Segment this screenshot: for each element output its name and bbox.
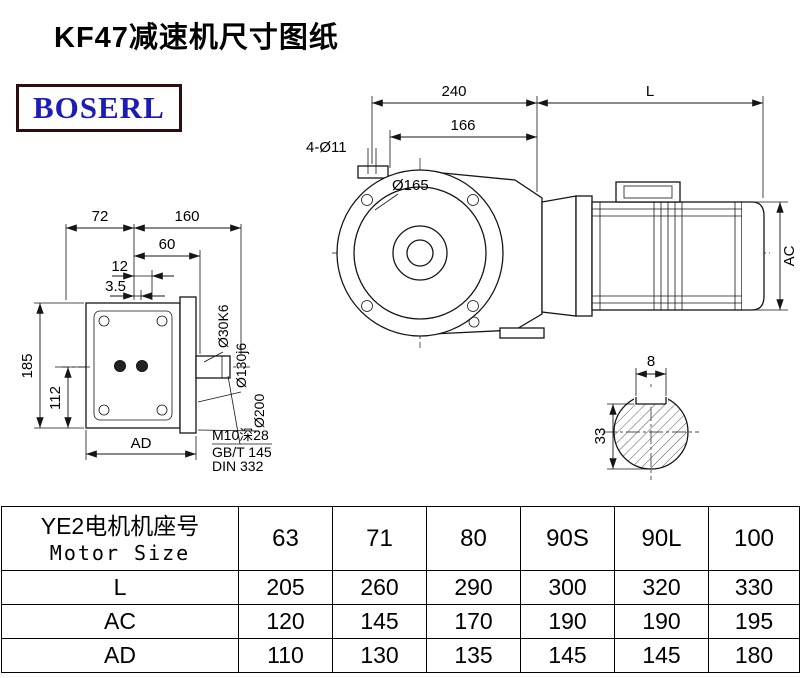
side-view: 72 160 60 12 3.5 185 112 AD Ø30K6 Ø130j6…: [19, 208, 272, 474]
size-column-90L: 90L: [614, 506, 709, 571]
cell-L-71: 260: [332, 570, 427, 605]
cell-AC-100: 195: [708, 604, 800, 639]
dim-33-label: 33: [592, 428, 609, 445]
cell-AC-71: 145: [332, 604, 427, 639]
front-view: 240 L 166 4-Ø11 Ø165 AC: [306, 83, 798, 348]
dim-160-label: 160: [174, 208, 199, 225]
dim-166-label: 166: [450, 117, 475, 134]
size-column-63: 63: [238, 506, 333, 571]
cell-AD-90L: 145: [614, 638, 709, 673]
dim-AC-label: AC: [781, 245, 798, 266]
page-title: KF47减速机尺寸图纸: [54, 22, 339, 54]
dim-12-label: 12: [111, 258, 128, 275]
cell-AC-80: 170: [426, 604, 521, 639]
cell-AD-71: 130: [332, 638, 427, 673]
dim-8-label: 8: [647, 353, 655, 370]
cell-L-80: 290: [426, 570, 521, 605]
table-row-L: L 205 260 290 300 320 330: [1, 570, 800, 605]
dim-112-label: 112: [47, 386, 64, 410]
note-gb-label: GB/T 145: [212, 444, 272, 460]
size-column-71: 71: [332, 506, 427, 571]
table-row-AD: AD 110 130 135 145 145 180: [1, 638, 800, 673]
cell-AD-90S: 145: [520, 638, 615, 673]
cell-AC-63: 120: [238, 604, 333, 639]
shaft-section-view: 8 33: [592, 353, 699, 480]
size-column-90S: 90S: [520, 506, 615, 571]
dim-240-label: 240: [441, 83, 466, 100]
cell-L-90L: 320: [614, 570, 709, 605]
cell-AC-90L: 190: [614, 604, 709, 639]
row-label-AC: AC: [1, 604, 239, 639]
gearbox-dimension-drawing: 240 L 166 4-Ø11 Ø165 AC 72: [19, 83, 798, 480]
dim-185-label: 185: [19, 353, 36, 378]
size-column-80: 80: [426, 506, 521, 571]
table-row-AC: AC 120 145 170 190 190 195: [1, 604, 800, 639]
row-label-AD: AD: [1, 638, 239, 673]
motor-size-label-cn: YE2电机机座号: [40, 513, 200, 540]
size-column-100: 100: [708, 506, 800, 571]
cell-L-90S: 300: [520, 570, 615, 605]
dim-O200-label: Ø200: [251, 394, 267, 428]
dim-72-label: 72: [92, 208, 109, 225]
brand-logo-text: BOSERL: [33, 90, 165, 125]
dim-L-label: L: [646, 83, 654, 100]
motor-size-label-en: Motor Size: [49, 540, 191, 565]
cell-AC-90S: 190: [520, 604, 615, 639]
dim-O30K6-label: Ø30K6: [215, 304, 231, 348]
dim-4xO11-label: 4-Ø11: [306, 139, 347, 156]
dim-60-label: 60: [159, 236, 176, 253]
cell-AD-63: 110: [238, 638, 333, 673]
dim-AD-label: AD: [131, 435, 152, 452]
dim-O130j6-label: Ø130j6: [233, 343, 249, 388]
note-din-label: DIN 332: [212, 458, 264, 474]
row-label-L: L: [1, 570, 239, 605]
cell-L-100: 330: [708, 570, 800, 605]
motor-size-table: YE2电机机座号 Motor Size 63 71 80 90S 90L 100…: [1, 506, 800, 673]
motor-size-header-cell: YE2电机机座号 Motor Size: [1, 506, 239, 571]
note-tap-label: M10深28: [212, 427, 269, 443]
cell-L-63: 205: [238, 570, 333, 605]
table-header-row: YE2电机机座号 Motor Size 63 71 80 90S 90L 100: [1, 506, 800, 571]
cell-AD-80: 135: [426, 638, 521, 673]
brand-logo: BOSERL: [16, 84, 182, 132]
dim-3-5-label: 3.5: [105, 278, 126, 295]
cell-AD-100: 180: [708, 638, 800, 673]
dim-O165-label: Ø165: [392, 177, 429, 194]
